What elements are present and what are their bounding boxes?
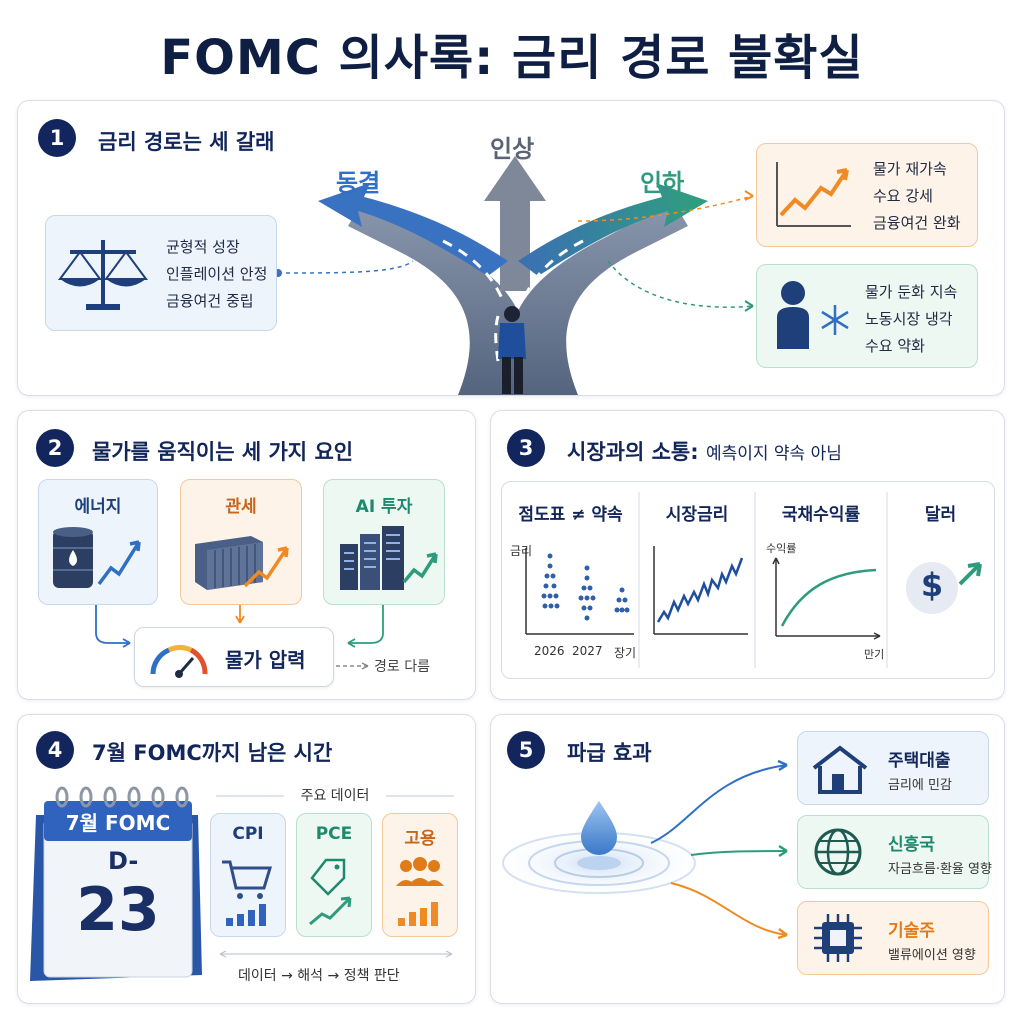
step-number: 1 bbox=[38, 119, 76, 157]
price-tag-icon bbox=[309, 858, 352, 926]
factor-connectors bbox=[95, 605, 384, 670]
data-header-lines bbox=[216, 795, 454, 797]
spillover-desc: 금리에 민감 bbox=[888, 778, 952, 793]
gauge-icon bbox=[150, 645, 208, 678]
spillover-title: 신흥국 bbox=[888, 835, 935, 855]
scenario-box-hold: 균형적 성장 인플레이션 안정 금융여건 중립 bbox=[45, 215, 277, 331]
factor-ai-investment: AI 투자 bbox=[323, 479, 445, 605]
scenario-box-raise: 물가 재가속 수요 강세 금융여건 완화 bbox=[756, 143, 978, 247]
step-number: 4 bbox=[36, 731, 74, 769]
house-icon bbox=[812, 745, 868, 794]
spillover-tech-stocks: 기술주 밸류에이션 영향 bbox=[797, 901, 989, 975]
oil-barrel-icon bbox=[53, 527, 141, 588]
server-rack-icon bbox=[340, 526, 438, 590]
indicator-employment: 고용 bbox=[382, 813, 458, 937]
data-header: 주요 데이터 bbox=[300, 788, 370, 804]
arrow-label-hold: 동결 bbox=[336, 169, 381, 197]
column-treasury-yield: 국채수익률 bbox=[781, 505, 861, 525]
panel-title: 7월 FOMC까지 남은 시간 bbox=[92, 741, 333, 765]
step-number: 2 bbox=[36, 429, 74, 467]
dollar-symbol: $ bbox=[920, 566, 944, 604]
panel-title: 파급 효과 bbox=[567, 741, 652, 765]
d-day-label: D- bbox=[108, 847, 139, 875]
dot-plot-xtick-2027: 2027 bbox=[572, 644, 603, 658]
price-pressure-box: 물가 압력 bbox=[134, 627, 334, 687]
panel-rate-paths: 1 금리 경로는 세 갈래 bbox=[17, 100, 1005, 396]
market-rate-chart bbox=[653, 546, 748, 635]
price-pressure-label: 물가 압력 bbox=[225, 648, 306, 672]
spillover-title: 주택대출 bbox=[888, 751, 951, 771]
calendar-icon bbox=[30, 786, 202, 981]
d-day-number: 23 bbox=[76, 875, 160, 945]
yield-curve-chart bbox=[772, 557, 881, 640]
panel-title: 물가를 움직이는 세 가지 요인 bbox=[92, 440, 354, 464]
spillover-desc: 자금흐름·환율 영향 bbox=[888, 862, 992, 877]
arrow-label-raise: 인상 bbox=[490, 135, 535, 163]
scenario-lines-hold: 균형적 성장 인플레이션 안정 금융여건 중립 bbox=[166, 238, 268, 310]
indicator-pce: PCE bbox=[296, 813, 372, 937]
scenario-box-cut: 물가 둔화 지속 노동시장 냉각 수요 약화 bbox=[756, 264, 978, 368]
person-snowflake-icon bbox=[777, 281, 849, 349]
rising-chart-icon bbox=[776, 162, 851, 227]
shipping-container-icon bbox=[195, 536, 289, 590]
people-icon bbox=[396, 857, 444, 926]
dot-plot bbox=[525, 548, 634, 635]
dot-plot-xtick-2026: 2026 bbox=[534, 644, 565, 658]
spillover-desc: 밸류에이션 영향 bbox=[888, 948, 976, 963]
panel-price-factors: 2 물가를 움직이는 세 가지 요인 에너지 관세 AI 투자 bbox=[17, 410, 476, 700]
chip-icon bbox=[814, 914, 862, 962]
flow-line bbox=[219, 950, 453, 958]
column-dividers bbox=[638, 492, 888, 668]
dot-plot-xtick-long: 장기 bbox=[614, 646, 637, 660]
scenario-lines-raise: 물가 재가속 수요 강세 금융여건 완화 bbox=[873, 160, 961, 232]
calendar-header: 7월 FOMC bbox=[65, 811, 171, 835]
ripple-drop-illustration bbox=[489, 759, 788, 940]
step-number: 3 bbox=[507, 429, 545, 467]
panel-market-communication: 3 시장과의 소통: 예측이지 약속 아님 점도표 ≠ 약속 시장금리 국채수익… bbox=[490, 410, 1005, 700]
panel-countdown: 4 7월 FOMC까지 남은 시간 7월 FOMC D- 23 주요 데이터 C… bbox=[17, 714, 476, 1004]
factor-energy: 에너지 bbox=[38, 479, 158, 605]
spillover-emerging-markets: 신흥국 자금흐름·환율 영향 bbox=[797, 815, 992, 889]
factor-tariff: 관세 bbox=[180, 479, 302, 605]
yield-ylabel: 수익률 bbox=[766, 542, 797, 555]
column-dot-plot: 점도표 ≠ 약속 bbox=[518, 505, 623, 525]
panel-title: 금리 경로는 세 갈래 bbox=[98, 130, 275, 154]
yield-xlabel: 만기 bbox=[864, 648, 885, 661]
column-market-rate: 시장금리 bbox=[665, 505, 729, 525]
shopping-cart-icon bbox=[222, 860, 273, 926]
dollar-icon bbox=[906, 562, 982, 614]
panel-title: 시장과의 소통: 예측이지 약속 아님 bbox=[567, 440, 842, 464]
step-number: 5 bbox=[507, 731, 545, 769]
indicator-cpi: CPI bbox=[210, 813, 286, 937]
market-signals-box: 점도표 ≠ 약속 시장금리 국채수익률 달러 금리 2026 2027 장기 bbox=[501, 481, 995, 679]
page-title: FOMC 의사록: 금리 경로 불확실 bbox=[160, 30, 864, 86]
scales-icon bbox=[58, 240, 148, 310]
scenario-lines-cut: 물가 둔화 지속 노동시장 냉각 수요 약화 bbox=[865, 283, 958, 355]
column-dollar: 달러 bbox=[924, 505, 957, 525]
panel-spillover: 5 파급 효과 주택대출 금리에 민감 bbox=[489, 714, 1005, 1004]
person-figure bbox=[498, 306, 526, 394]
flow-text: 데이터 → 해석 → 정책 판단 bbox=[238, 968, 400, 984]
spillover-mortgage: 주택대출 금리에 민감 bbox=[797, 731, 989, 805]
spillover-title: 기술주 bbox=[888, 921, 935, 941]
globe-icon bbox=[814, 828, 862, 876]
crossroads-illustration bbox=[274, 156, 754, 395]
arrow-label-cut: 인하 bbox=[640, 169, 685, 197]
side-note: 경로 다름 bbox=[374, 659, 430, 675]
